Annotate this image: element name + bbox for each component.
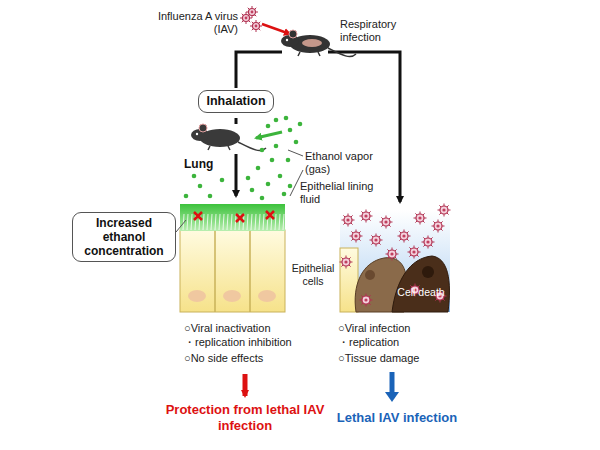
mouse [191, 124, 266, 150]
result-note: ・replication inhibition [184, 336, 334, 349]
infection-arrow [262, 24, 290, 34]
ethanol-dot [208, 194, 213, 199]
virus-particle [360, 294, 373, 307]
cilium [283, 214, 284, 230]
cilium [251, 214, 252, 230]
virus-particle [386, 248, 399, 261]
ethanol-dot [250, 188, 255, 193]
protected-epithelium [180, 204, 285, 312]
ethanol-dot [274, 118, 279, 123]
action-box: Inhalation [198, 90, 274, 113]
ethanol-dot [246, 176, 251, 181]
ethanol-dot [184, 194, 189, 199]
ethanol-dot [274, 144, 279, 149]
cell-death-label: Cell death [394, 286, 448, 299]
box-text: Inhalation [206, 94, 266, 109]
result-note: ○Viral infection [338, 322, 468, 335]
leader-line [288, 150, 303, 156]
ethanol-dot [270, 158, 275, 163]
cell-label: Epithelial cells [286, 262, 340, 288]
virus-particle [342, 214, 355, 227]
cilium [263, 214, 264, 230]
cilium [211, 214, 212, 230]
cilium [191, 214, 192, 230]
ethanol-dot [288, 184, 293, 189]
lung-mark [302, 39, 322, 47]
virus-particle [438, 204, 451, 217]
callout-box: Increased ethanol concentration [72, 212, 176, 262]
cilium [275, 214, 276, 230]
ethanol-dot [260, 148, 265, 153]
ethanol-dot [288, 128, 293, 133]
cilium [247, 214, 248, 230]
cilium [279, 214, 280, 230]
cilium [259, 214, 260, 230]
virus-particle [380, 216, 393, 229]
virus-particle [422, 236, 435, 249]
ethanol-dot [192, 174, 197, 179]
cilium [231, 214, 232, 230]
virus-particle [370, 234, 383, 247]
ethanol-dot [266, 124, 271, 129]
fluid-label: Epithelial lining fluid [300, 180, 390, 206]
cilium [207, 214, 208, 230]
box-text: Increased ethanol concentration [80, 216, 168, 258]
ethanol-dot [298, 122, 303, 127]
cilium [219, 214, 220, 230]
vapor-label: Ethanol vapor (gas) [305, 150, 375, 176]
ethanol-dot [294, 140, 299, 145]
organ-label: Lung [184, 158, 224, 171]
ethanol-dot [266, 182, 271, 187]
virus-particle [246, 6, 258, 18]
down-arrow [328, 52, 400, 202]
virus-particle [250, 20, 262, 32]
cilium [187, 214, 188, 230]
cilium [235, 214, 236, 230]
virus-particle [360, 210, 373, 223]
outcome-label: Protection from lethal IAV infection [160, 402, 330, 434]
cilium [227, 214, 228, 230]
ethanol-dot [278, 174, 283, 179]
virus-particle [398, 230, 411, 243]
cilium [223, 214, 224, 230]
outcome-label: Lethal IAV infection [322, 410, 472, 426]
infection-label: Respiratory infection [340, 18, 410, 44]
virus-particle [350, 230, 363, 243]
result-note: ○Viral inactivation [184, 322, 334, 335]
ethanol-dot [284, 116, 289, 121]
outcome-arrowhead [385, 392, 399, 402]
down-arrow [235, 154, 238, 196]
inhalation-arrow [256, 132, 282, 138]
result-note: ○No side effects [184, 352, 334, 365]
ethanol-dot [260, 196, 265, 201]
leader-line [176, 220, 186, 232]
infected-epithelium [340, 210, 450, 312]
virus-particle [432, 220, 445, 233]
ethanol-dot [282, 192, 287, 197]
ethanol-dot [198, 184, 203, 189]
outcome-arrow [243, 374, 248, 396]
ethanol-dot [256, 166, 261, 171]
cilium [203, 214, 204, 230]
cilium [255, 214, 256, 230]
virus-label: Influenza A virus (IAV) [150, 10, 238, 36]
outcome-arrow [390, 372, 395, 394]
cilium [215, 214, 216, 230]
virus-particle [414, 212, 427, 225]
virus-particle [340, 256, 353, 269]
branch-line [236, 52, 282, 88]
ethanol-dot [286, 158, 291, 163]
branch-line [235, 118, 238, 124]
virus-particle [408, 246, 421, 259]
result-note: ○Tissue damage [338, 352, 468, 365]
ethanol-dot [220, 178, 225, 183]
result-note: ・replication [338, 336, 468, 349]
